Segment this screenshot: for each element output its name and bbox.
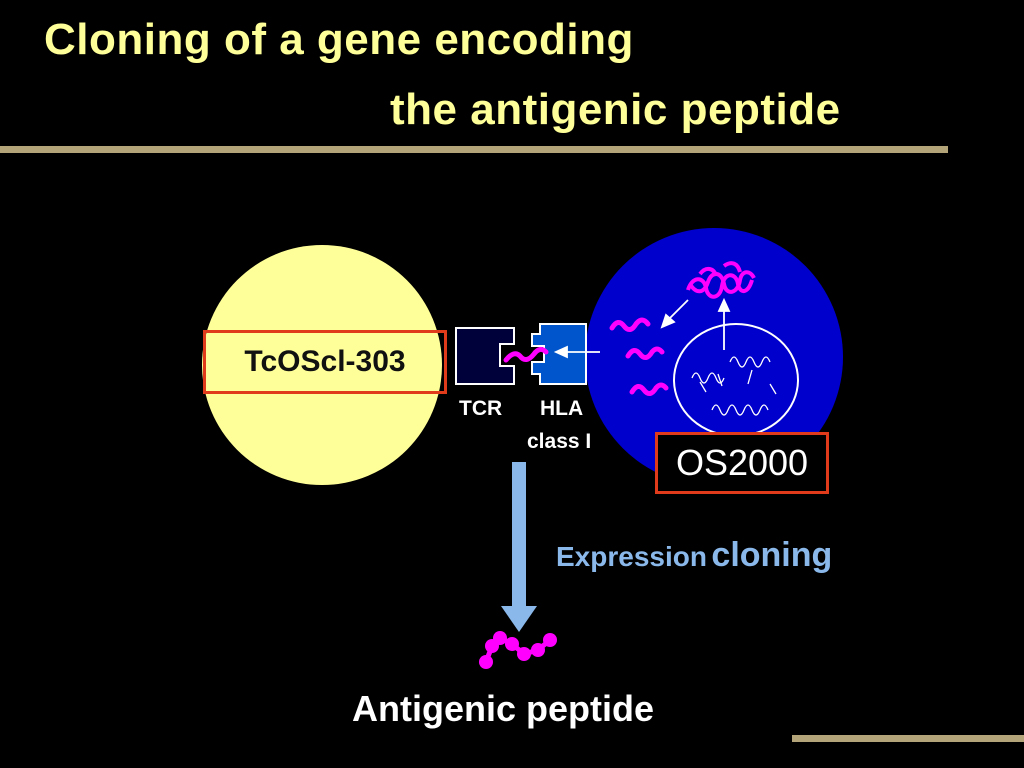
processing-arrows [553,297,731,359]
cytoplasm-peptides [609,317,669,396]
down-arrow-icon [501,462,537,632]
antigenic-peptide-icon [479,631,557,669]
slide-title-line1: Cloning of a gene encoding [44,15,634,64]
method-word-expression: Expression [556,541,707,572]
slide-title-line2: the antigenic peptide [390,85,841,134]
protein-coil-icon [686,261,756,299]
presented-peptide [503,346,549,363]
hla-class-label: class I [527,430,592,453]
hla-label: HLA [540,397,584,420]
footer-divider [792,735,1024,742]
expression-cloning-label: Expression cloning [556,536,832,575]
tcr-receptor [455,327,515,385]
method-word-cloning: cloning [711,536,833,574]
tumor-nucleus [673,323,799,437]
tcr-label: TCR [459,397,503,420]
tumor-cell-label: OS2000 [655,432,829,494]
antigenic-peptide-label: Antigenic peptide [352,688,655,729]
t-cell-clone-label: TcOScl-303 [203,330,447,394]
t-cell [202,245,442,485]
dna-strand-icon [691,356,777,416]
title-divider [0,146,948,153]
